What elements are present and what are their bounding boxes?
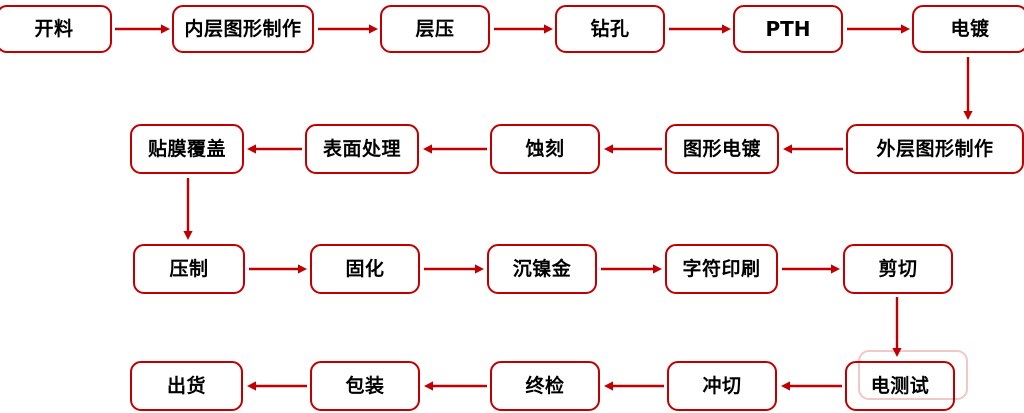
flow-arrow-n05-to-n06 (847, 24, 910, 34)
flow-arrow-n17-to-n18 (781, 381, 842, 391)
process-node-label: 终检 (525, 374, 565, 397)
process-node-label: 压制 (169, 257, 209, 280)
process-node-label: 固化 (345, 257, 385, 280)
process-node-n06[interactable]: 电镀 (912, 5, 1024, 53)
process-node-n04[interactable]: 钻孔 (555, 5, 665, 53)
process-node-n13[interactable]: 固化 (310, 244, 420, 294)
flow-arrow-n12-to-n13 (249, 264, 307, 274)
process-node-label: 出货 (166, 374, 206, 397)
process-node-label: 钻孔 (590, 17, 630, 40)
flow-arrow-n13-to-n14 (424, 264, 484, 274)
flow-arrow-n03-to-n04 (494, 24, 553, 34)
process-node-n09[interactable]: 蚀刻 (490, 124, 600, 174)
process-node-n01[interactable]: 开料 (0, 5, 112, 53)
process-node-label: 贴膜覆盖 (147, 137, 226, 160)
process-node-n10[interactable]: 表面处理 (305, 124, 419, 174)
flow-arrow-n10-to-n11 (247, 144, 302, 154)
process-node-label: 图形电镀 (682, 137, 761, 160)
flow-arrow-n20-to-n21 (247, 381, 307, 391)
flow-arrow-n07-to-n08 (783, 144, 843, 154)
process-node-n18[interactable]: 冲切 (667, 361, 777, 411)
process-node-label: 蚀刻 (525, 137, 565, 160)
process-node-n03[interactable]: 层压 (380, 5, 490, 53)
process-node-label: 字符印刷 (682, 257, 761, 280)
process-node-label: 冲切 (702, 374, 742, 397)
process-node-n05[interactable]: PTH (733, 5, 843, 53)
process-node-label: PTH (765, 17, 811, 41)
flow-arrow-n04-to-n05 (669, 24, 731, 34)
process-node-n17[interactable]: 电测试 (845, 361, 955, 411)
flow-arrow-n16-to-n17 (892, 297, 902, 357)
process-node-label: 电测试 (870, 374, 930, 397)
process-node-n12[interactable]: 压制 (133, 244, 245, 294)
flow-arrow-n18-to-n19 (604, 381, 664, 391)
process-node-n02[interactable]: 内层图形制作 (172, 5, 314, 53)
flow-arrow-n08-to-n09 (604, 144, 662, 154)
process-node-n16[interactable]: 剪切 (843, 244, 953, 294)
process-node-n08[interactable]: 图形电镀 (665, 124, 779, 174)
process-node-label: 表面处理 (322, 137, 401, 160)
flow-arrow-n14-to-n15 (601, 264, 662, 274)
flow-arrow-n01-to-n02 (115, 24, 170, 34)
flow-arrow-n06-to-n07 (963, 57, 973, 120)
process-node-label: 电镀 (950, 17, 990, 40)
process-node-label: 内层图形制作 (184, 17, 302, 40)
process-node-label: 沉镍金 (512, 257, 572, 280)
flow-arrow-n09-to-n10 (423, 144, 487, 154)
process-node-n14[interactable]: 沉镍金 (487, 244, 597, 294)
flow-arrow-n02-to-n03 (318, 24, 378, 34)
process-node-n07[interactable]: 外层图形制作 (846, 124, 1024, 174)
process-node-n15[interactable]: 字符印刷 (665, 244, 778, 294)
process-node-n19[interactable]: 终检 (490, 361, 600, 411)
process-node-label: 剪切 (878, 257, 918, 280)
process-node-label: 层压 (415, 17, 455, 40)
process-node-n20[interactable]: 包装 (310, 361, 420, 411)
process-node-n21[interactable]: 出货 (130, 361, 243, 411)
process-node-n11[interactable]: 贴膜覆盖 (130, 124, 244, 174)
process-node-label: 包装 (345, 374, 385, 397)
flow-arrow-n15-to-n16 (782, 264, 840, 274)
process-node-label: 外层图形制作 (876, 137, 994, 160)
process-node-label: 开料 (34, 17, 74, 40)
flow-arrow-n11-to-n12 (183, 178, 193, 240)
flow-arrow-n19-to-n20 (424, 381, 487, 391)
